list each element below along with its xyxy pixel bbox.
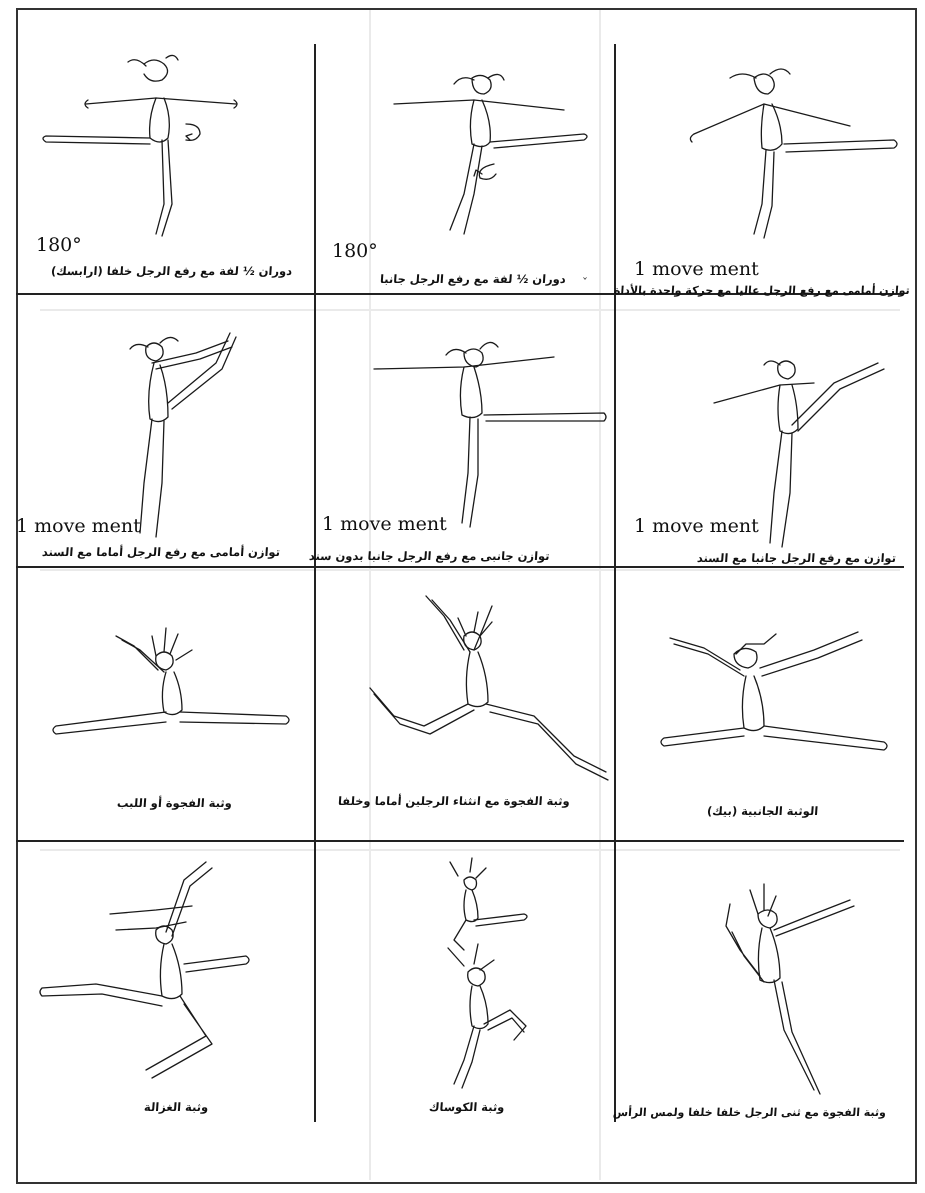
figure-caption: وثبة الفجوة مع ثنى الرجل خلفا خلفا ولمس … [613,1106,887,1119]
movement-label: 1 move ment [634,515,759,537]
movement-label: 1 move ment [322,513,447,535]
figure-caption: وثبة الكوساك [428,1100,504,1114]
figure-cell: 1 move ment توازن أمامى مع رفع الرجل عال… [614,44,904,293]
figure-caption: وثبة الغزالة [143,1100,208,1114]
figure-caption: الوثبة الجانبية (بيك) [706,804,818,818]
gymnast-drawing [614,840,904,1122]
gymnast-drawing [314,840,614,1122]
figure-caption: دوران ½ لفة مع رفع الرجل خلفا (ارابسك) [50,264,292,278]
gymnast-drawing [614,566,904,840]
figure-caption: توازن مع رفع الرجل جانبا مع السند [696,551,896,565]
figure-cell: 180° دوران ½ لفة مع رفع الرجل جانبا ˇ [314,44,614,293]
figure-caption: توازن جانبى مع رفع الرجل جانبا بدون سند [309,549,551,563]
figure-cell: وثبة الفجوة مع انثناء الرجلين أماما وخلف… [314,566,614,840]
figure-cell: 1 move ment توازن جانبى مع رفع الرجل جان… [314,293,614,566]
movement-label: 1 move ment [634,258,759,280]
figure-cell: 1 move ment توازن مع رفع الرجل جانبا مع … [614,293,904,566]
scan-mark: ˇ [582,276,588,290]
figure-cell: وثبة الغزالة [16,840,314,1122]
rotation-degree-label: 180° [332,240,378,262]
figure-caption: وثبة الفجوة مع انثناء الرجلين أماما وخلف… [338,794,571,808]
figure-cell: 1 move ment توازن أمامى مع رفع الرجل أما… [16,293,314,566]
figure-cell: 180° دوران ½ لفة مع رفع الرجل خلفا (اراب… [16,44,314,293]
movement-label: 1 move ment [16,515,141,537]
gymnast-drawing [614,44,904,293]
figure-caption: دوران ½ لفة مع رفع الرجل جانبا [380,272,567,286]
rotation-degree-label: 180° [36,234,82,256]
figure-grid: 180° دوران ½ لفة مع رفع الرجل خلفا (اراب… [16,44,904,1122]
figure-cell: وثبة الكوساك [314,840,614,1122]
figure-cell: الوثبة الجانبية (بيك) [614,566,904,840]
figure-cell: وثبة الفجوة مع ثنى الرجل خلفا خلفا ولمس … [614,840,904,1122]
figure-caption: وثبة الفجوة أو اللبب [117,796,233,810]
figure-caption: توازن أمامى مع رفع الرجل أماما مع السند [41,545,280,559]
gymnast-drawing [16,840,314,1122]
figure-cell: وثبة الفجوة أو اللبب [16,566,314,840]
